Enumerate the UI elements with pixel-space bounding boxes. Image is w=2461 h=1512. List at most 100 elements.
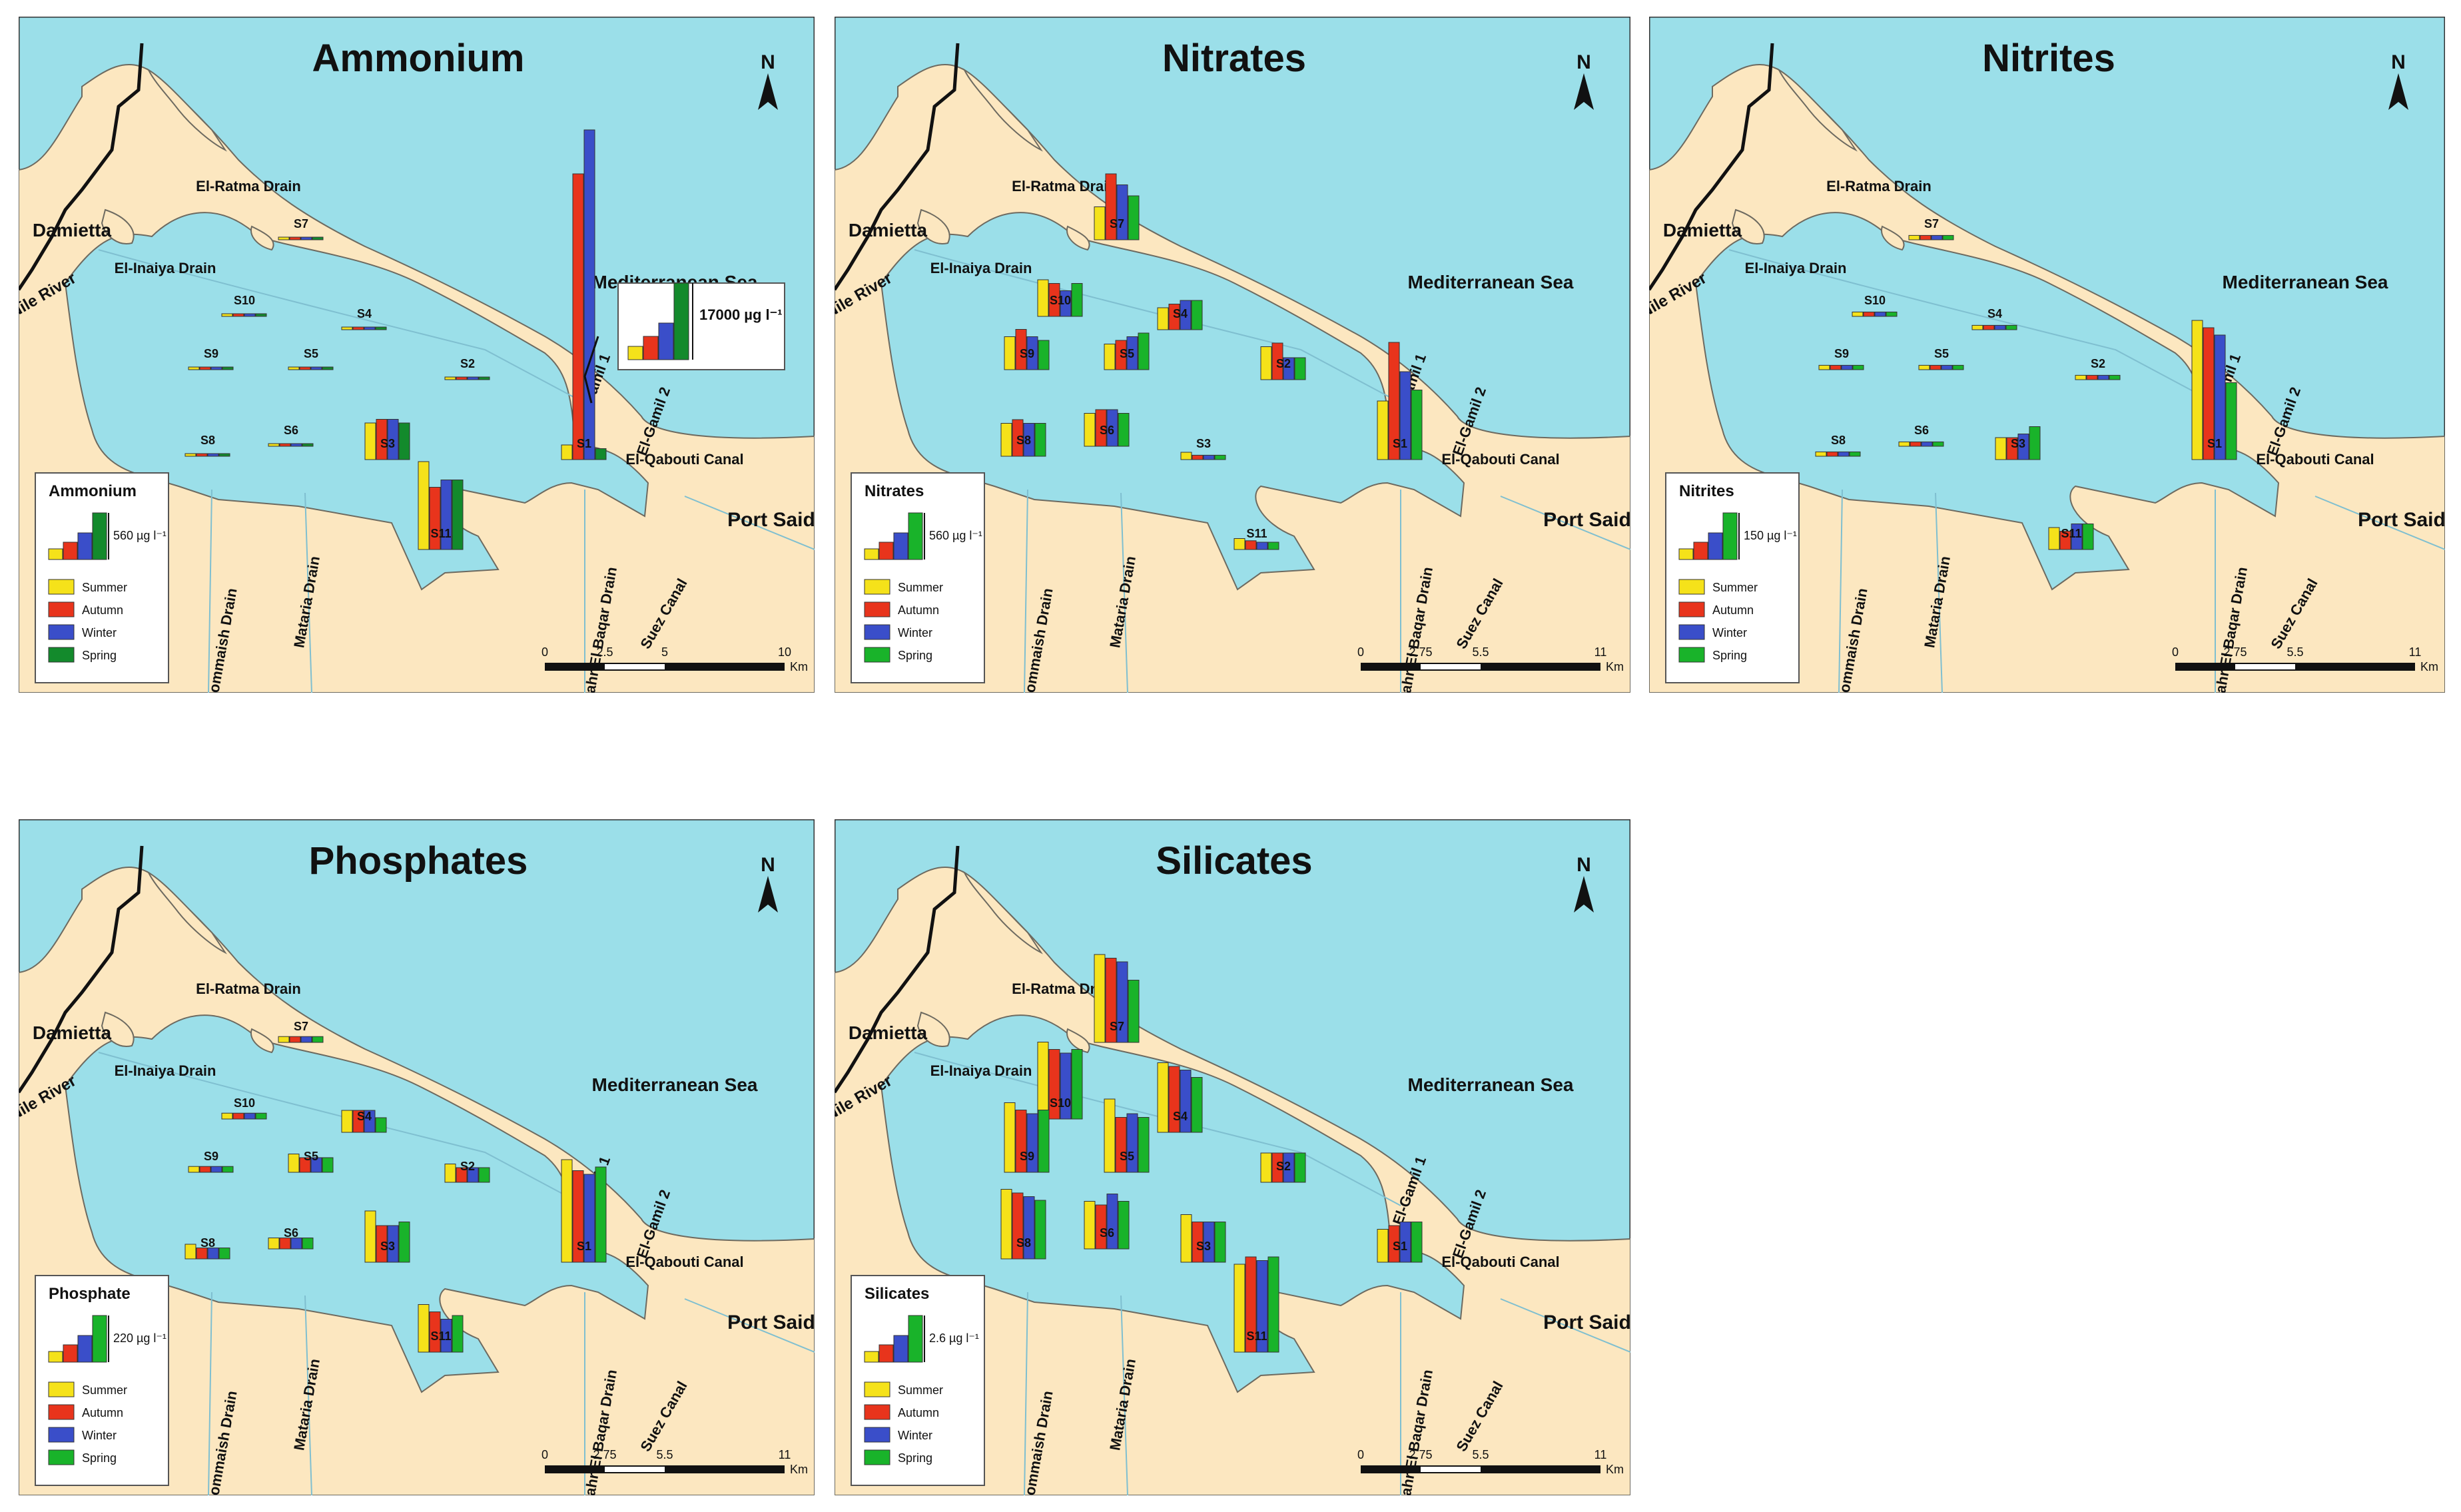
bar-s7-autumn [289,1036,301,1043]
bar-s11-winter [440,1319,452,1353]
bar-s4-spring [1191,300,1203,330]
bar-s3-spring [1214,454,1226,460]
bar-s7-summer [1094,954,1106,1043]
legend-swatch-autumn [864,1404,890,1420]
station-s2: S2 [444,1160,490,1183]
legend-swatch-spring [864,647,890,663]
bar-s3-summer [364,1210,376,1263]
bar-s11-winter [1256,542,1268,550]
station-s10: S10 [221,1096,267,1120]
legend-label-spring: Spring [898,649,932,662]
station-label: S2 [2091,357,2105,370]
scale-tick: 2.75 [2223,645,2247,659]
legend-bar-spring [1722,512,1738,560]
north-arrow-icon: N [1574,51,1594,110]
station-label: S3 [380,1240,395,1253]
legend-swatch-winter [864,624,890,640]
bar-s1-winter [1399,1222,1411,1263]
station-label: S5 [304,347,318,360]
bar-s6-spring [1932,441,1944,447]
bar-s6-winter [1921,441,1933,447]
bar-s7-summer [278,236,290,240]
station-label: S2 [460,1160,475,1173]
bar-s1-winter [1399,371,1411,460]
station-s1: S1 [1377,342,1423,460]
legend-label-spring: Spring [1712,649,1747,662]
legend-title: Nitrates [865,482,924,500]
station-label: S8 [1016,434,1031,447]
bar-s7-summer [1094,206,1106,240]
station-s8: S8 [1815,434,1861,457]
station-label: S7 [1110,1020,1124,1033]
bar-s6-autumn [279,443,291,447]
label-el-inaiya-drain: El-Inaiya Drain [115,260,216,276]
station-s4: S4 [341,307,387,330]
label-damietta: Damietta [1663,220,1742,240]
station-s5: S5 [288,347,334,370]
panel-title: Nitrates [1162,37,1306,80]
bar-s4-autumn [1168,304,1180,330]
station-label: S10 [1050,1096,1071,1110]
station-s1: S1 [1377,1222,1423,1263]
bar-s8-winter [207,1248,219,1260]
legend-swatch-summer [864,1381,890,1397]
label-port-said: Port Said [2358,509,2445,531]
label-el-inaiya-drain: El-Inaiya Drain [930,1062,1032,1079]
bar-s10-spring [1071,1049,1083,1120]
bar-s1-autumn [572,1170,584,1263]
station-label: S4 [1173,1110,1188,1123]
scale-tick: 0 [541,645,548,659]
station-s9: S9 [1004,329,1050,370]
station-label: S7 [1110,217,1124,230]
station-s6: S6 [1084,409,1130,447]
scale-unit: Km [1606,660,1624,673]
station-label: S3 [2011,437,2025,450]
station-s4: S4 [1971,307,2017,330]
station-s5: S5 [288,1150,334,1173]
channels [914,249,1630,693]
boundary-line [835,845,960,1094]
legend-label-winter: Winter [898,1429,932,1442]
bar-s9-spring [222,366,234,370]
scale-unit: Km [1606,1463,1624,1476]
bar-s5-summer [1104,1098,1116,1173]
legend-bar-spring [908,512,923,560]
bar-s5-spring [1138,332,1150,370]
bar-s6-spring [302,443,314,447]
inset-bar-summer [627,346,643,360]
bar-s4-spring [375,1117,387,1133]
station-s6: S6 [1084,1194,1130,1250]
legend-bar-spring [908,1315,923,1363]
boundary-line [1649,43,1774,291]
bar-s6-winter [290,443,302,447]
inset-chart: 17000 µg l⁻¹ [583,282,785,404]
north-label: N [2391,51,2406,73]
legend-swatch-summer [864,579,890,595]
panel-title: Phosphates [309,839,528,883]
label-damietta: Damietta [33,220,112,240]
bar-s7-winter [300,236,312,240]
station-label: S1 [2207,437,2222,450]
bar-s1-autumn [572,173,584,460]
islands [101,68,274,251]
station-label: S11 [1246,1329,1267,1343]
bar-s5-autumn [299,1157,311,1173]
legend-bar-winter [893,532,908,560]
north-label: N [761,854,775,876]
channels [98,249,815,693]
bar-s2-spring [478,376,490,380]
bar-s10-autumn [1863,311,1875,317]
station-s3: S3 [1180,1214,1226,1263]
bar-s2-winter [467,1167,479,1183]
bar-s4-autumn [1983,324,1995,330]
scale-tick: 2.75 [1409,645,1432,659]
bar-s5-summer [288,1154,300,1173]
scale-tick: 11 [1594,1448,1607,1461]
legend-label-spring: Spring [82,1451,117,1465]
station-label: S4 [357,307,372,320]
bar-s3-winter [1203,454,1215,460]
bar-s6-spring [302,1238,314,1250]
